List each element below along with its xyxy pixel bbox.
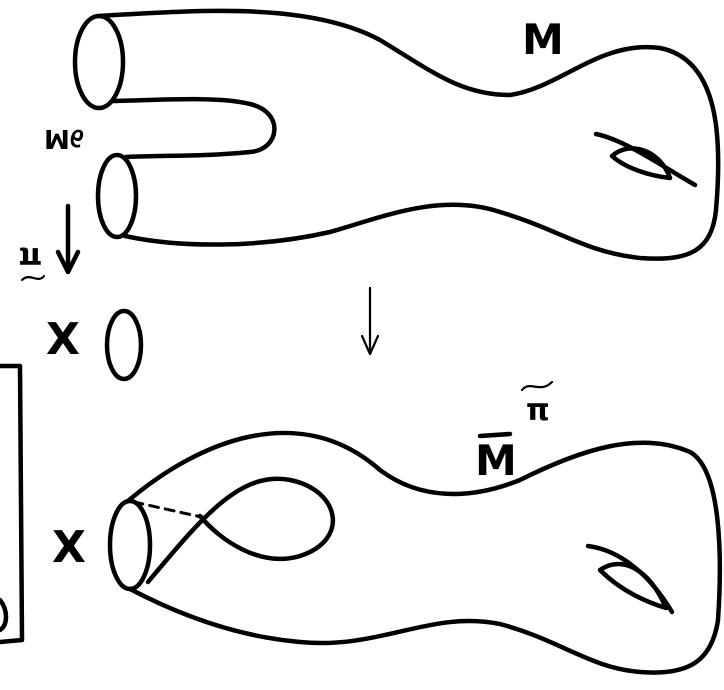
pi-symbol-left: π xyxy=(18,240,42,275)
label-pi-left: π xyxy=(18,240,44,280)
surface-M-outline xyxy=(99,11,718,259)
map-arrow-center xyxy=(362,288,378,354)
map-arrow-left xyxy=(58,206,78,272)
left-bracket xyxy=(0,366,22,642)
surface-M xyxy=(75,11,718,259)
surface-M-finger xyxy=(112,99,274,157)
bracket-tail xyxy=(0,600,6,630)
surface-M-bar-handle-outer xyxy=(588,546,672,612)
surface-M-handle-outer xyxy=(596,134,695,185)
surface-M-bar-handle-inner xyxy=(600,564,666,608)
pi-symbol-bottom: π xyxy=(526,393,550,428)
label-M-bar: M xyxy=(475,436,517,485)
boundary-circle-bar xyxy=(110,501,150,589)
boundary-circle-top xyxy=(75,16,123,108)
surface-M-bar-outline xyxy=(128,433,720,673)
figure-eight-loop xyxy=(148,479,333,582)
tilde-left xyxy=(22,276,44,280)
label-X-bottom: X xyxy=(52,522,86,573)
label-boundary: ∂M xyxy=(44,123,84,153)
label-pi-bottom: π xyxy=(522,382,552,428)
circle-X xyxy=(107,311,141,379)
surface-M-bar xyxy=(110,433,720,673)
label-X-top: X xyxy=(46,314,80,365)
boundary-circle-bottom xyxy=(98,155,136,237)
label-M: M xyxy=(522,15,564,64)
tilde-bottom xyxy=(522,382,552,390)
